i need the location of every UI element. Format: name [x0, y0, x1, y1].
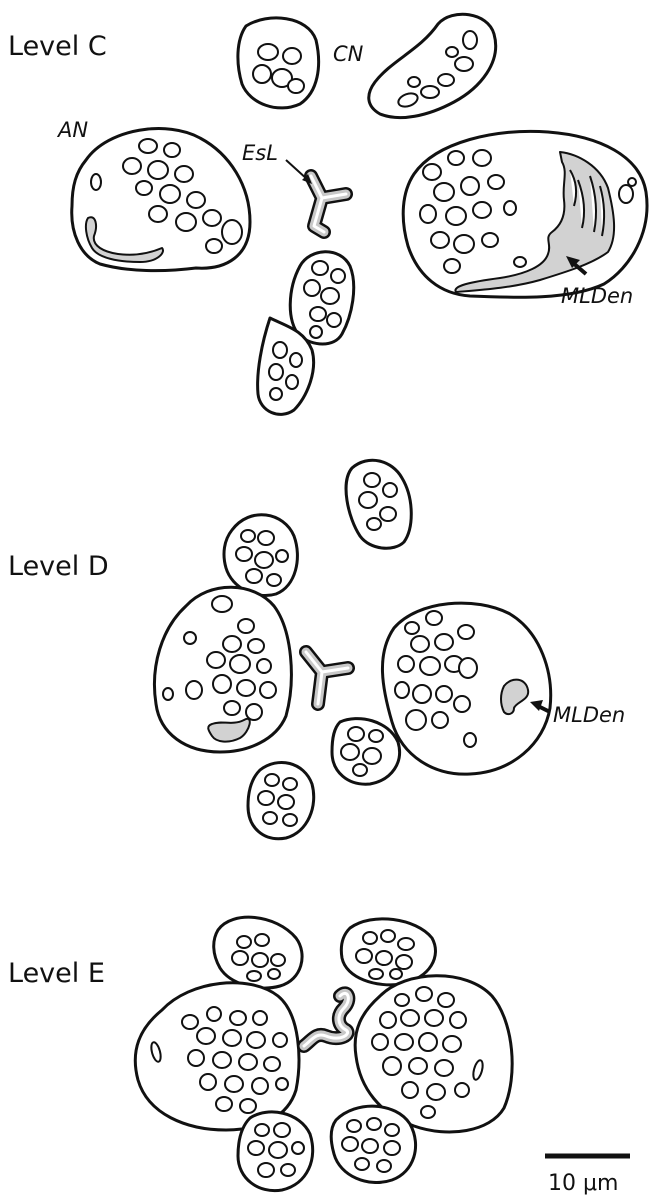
an-label: AN: [56, 118, 88, 142]
level-d-nerve-upper-left: [224, 515, 297, 596]
esophageal-lumen-d: [306, 652, 348, 704]
level-d-nerve-center-bottom: [332, 719, 400, 785]
level-e-label: Level E: [8, 958, 105, 989]
cn-label: CN: [333, 42, 364, 66]
level-d-label: Level D: [8, 551, 109, 582]
level-e-nerve-top-right: [341, 919, 435, 985]
level-d-nerve-right: [382, 603, 550, 774]
connective-nerve: [369, 14, 496, 117]
esophageal-lumen-e: [304, 993, 348, 1046]
antennal-nerve: [72, 129, 250, 271]
esl-label: EsL: [242, 141, 278, 165]
level-e-nerve-top-left: [214, 917, 302, 988]
level-c-nerve-right: [403, 131, 647, 297]
level-c-nerve-middle: [290, 252, 353, 344]
esophageal-lumen-c: [311, 176, 346, 232]
level-d-nerve-left: [154, 587, 291, 752]
scale-bar-label: 10 μm: [548, 1171, 618, 1196]
level-d-nerve-top: [346, 460, 411, 548]
level-c-nerve-top-left: [238, 18, 319, 108]
mlden-label-c: MLDen: [561, 284, 633, 308]
level-c-label: Level C: [8, 31, 107, 62]
mlden-label-d: MLDen: [553, 703, 625, 727]
level-e-nerve-bottom-right: [331, 1106, 415, 1182]
level-e-nerve-bottom-left: [238, 1112, 313, 1191]
level-e-nerve-left: [135, 983, 299, 1130]
level-d-nerve-bottom-left: [248, 762, 314, 838]
